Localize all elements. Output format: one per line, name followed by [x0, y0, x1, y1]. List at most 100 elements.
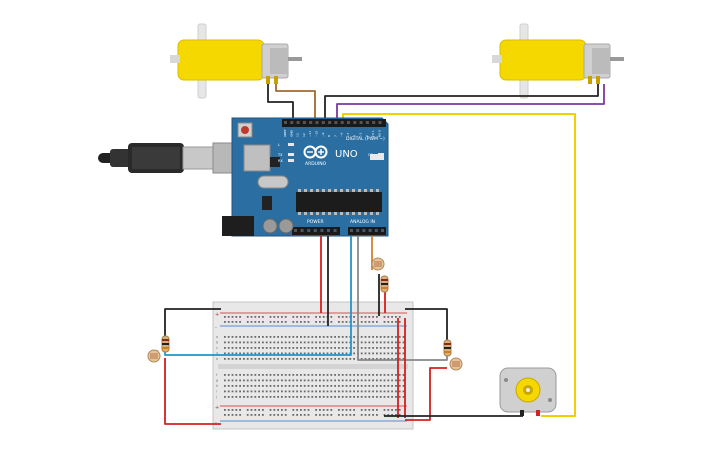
chip-pin	[376, 189, 379, 192]
breadboard-hole	[387, 336, 390, 338]
breadboard-hole	[231, 379, 234, 382]
digital-pin-label: 13	[296, 133, 300, 137]
digital-pin-hole	[290, 121, 294, 124]
breadboard-hole	[357, 396, 359, 398]
breadboard-hole	[227, 414, 230, 416]
breadboard-hole	[243, 336, 245, 338]
breadboard-hole	[224, 385, 226, 387]
breadboard-hole	[296, 385, 298, 387]
breadboard-hole	[322, 409, 325, 411]
breadboard-hole	[246, 385, 249, 387]
breadboard-hole	[398, 409, 401, 411]
breadboard-hole	[227, 379, 230, 382]
breadboard-hole	[262, 385, 264, 387]
wire-black-left-motor	[267, 84, 294, 122]
breadboard-hole	[379, 379, 382, 382]
breadboard-hole	[341, 341, 344, 344]
breadboard-hole	[303, 347, 306, 349]
chip-pin	[370, 212, 373, 215]
breadboard-hole	[250, 374, 253, 376]
breadboard-hole	[338, 390, 340, 393]
breadboard-hole	[254, 390, 257, 393]
breadboard-hole	[345, 385, 348, 387]
digital-header[interactable]	[282, 119, 386, 127]
breadboard-hole	[395, 321, 397, 323]
photoresistor-top[interactable]	[371, 257, 385, 271]
breadboard-hole	[284, 347, 287, 349]
breadboard-hole	[258, 347, 260, 349]
breadboard-hole	[231, 396, 234, 398]
breadboard-hole	[224, 390, 226, 393]
digital-pin-hole	[334, 121, 338, 124]
chip-pin	[352, 189, 355, 192]
digital-pin-label: ~11	[308, 131, 312, 137]
breadboard-hole	[360, 321, 363, 323]
chip-pin	[358, 189, 361, 192]
dc-motor[interactable]	[499, 367, 557, 416]
breadboard-hole	[341, 374, 344, 376]
breadboard-hole	[292, 379, 295, 382]
breadboard-hole	[395, 374, 397, 376]
breadboard-hole	[364, 374, 367, 376]
breadboard-hole	[391, 396, 393, 398]
breadboard-hole	[254, 352, 257, 355]
resistor-right[interactable]	[443, 339, 452, 357]
breadboard-hole	[235, 385, 238, 387]
breadboard-hole	[383, 414, 386, 416]
breadboard-hole	[269, 390, 272, 393]
breadboard-hole	[349, 374, 352, 376]
resistor-left[interactable]	[161, 335, 170, 353]
digital-pin-hole	[302, 121, 306, 124]
digital-pin-hole	[372, 121, 376, 124]
breadboard-hole	[398, 396, 401, 398]
breadboard-hole	[250, 341, 253, 344]
resistor-top[interactable]	[380, 275, 389, 293]
breadboard-hole	[364, 414, 367, 416]
breadboard-hole	[353, 316, 355, 318]
analog-header[interactable]	[348, 227, 386, 235]
breadboard-hole	[341, 336, 344, 338]
breadboard-hole	[330, 379, 333, 382]
breadboard-hole	[376, 347, 378, 349]
gear-motor-right[interactable]	[492, 23, 624, 99]
breadboard-hole	[227, 409, 230, 411]
photoresistor-left[interactable]	[147, 349, 161, 363]
breadboard-hole	[364, 347, 367, 349]
breadboard-hole	[269, 396, 272, 398]
breadboard-hole	[391, 390, 393, 393]
breadboard-hole	[273, 379, 276, 382]
breadboard-hole	[353, 374, 355, 376]
breadboard-hole	[235, 352, 238, 355]
breadboard-hole	[353, 409, 355, 411]
breadboard-hole	[360, 336, 363, 338]
breadboard-hole	[383, 341, 386, 344]
breadboard-hole	[227, 321, 230, 323]
breadboard-hole	[303, 336, 306, 338]
breadboard-hole	[292, 336, 295, 338]
breadboard-hole	[262, 379, 264, 382]
arduino-uno-board[interactable]: LTXRXON ARDUINO UNO DIGITAL (PWM ~) POWE…	[222, 117, 389, 237]
rail-sign-2: -	[215, 325, 217, 331]
gear-motor-left[interactable]	[170, 23, 302, 99]
breadboard-hole	[250, 409, 253, 411]
breadboard-hole	[379, 358, 382, 360]
digital-pin-label: GND	[289, 129, 293, 137]
chip-pin	[316, 212, 319, 215]
analog-pin-hole	[374, 229, 378, 232]
breadboard-hole	[315, 341, 317, 344]
digital-pin-hole	[340, 121, 344, 124]
breadboard-hole	[300, 347, 302, 349]
breadboard-hole	[243, 374, 245, 376]
breadboard-hole	[383, 358, 386, 360]
breadboard-hole	[277, 347, 279, 349]
breadboard-hole	[231, 336, 234, 338]
breadboard-hole	[391, 321, 393, 323]
photoresistor-right[interactable]	[449, 357, 463, 371]
chip-pin	[364, 212, 367, 215]
breadboard-hole	[372, 374, 374, 376]
breadboard-hole	[307, 358, 310, 360]
power-pin-hole	[294, 229, 297, 232]
breadboard-hole	[364, 358, 367, 360]
